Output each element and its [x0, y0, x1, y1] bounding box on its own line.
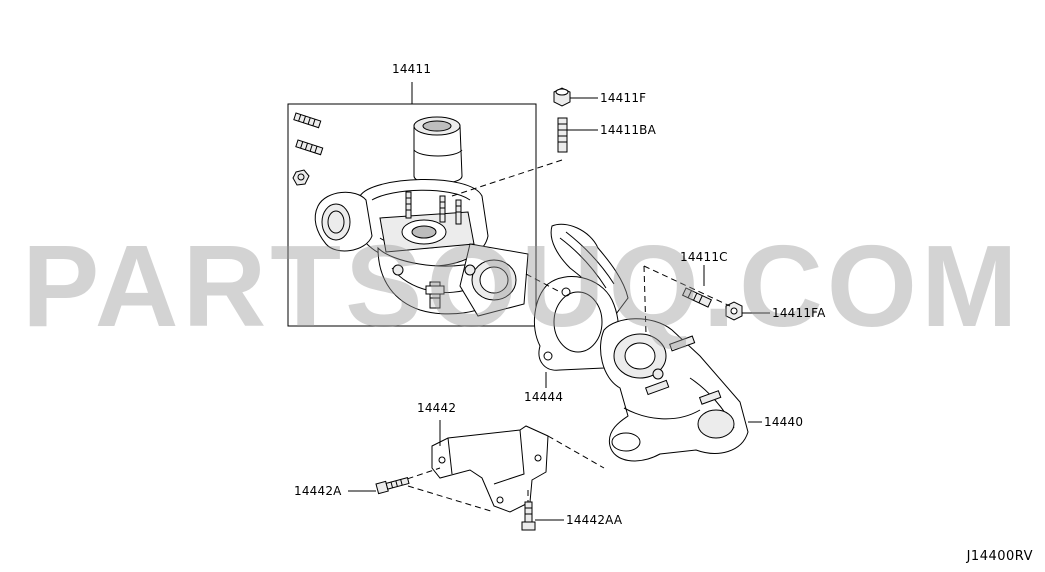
- nut-14411F: [553, 87, 598, 107]
- turbocharger-drawing: [314, 116, 529, 317]
- label-14442AA[interactable]: 14442AA: [566, 513, 623, 527]
- stud-14411BA: [557, 117, 598, 153]
- turbocharger-assembly-box: [287, 82, 537, 327]
- label-14411F[interactable]: 14411F: [600, 91, 647, 105]
- bolt-14442A: [348, 477, 410, 495]
- label-14411C[interactable]: 14411C: [680, 250, 728, 264]
- label-14411[interactable]: 14411: [392, 62, 432, 76]
- label-14440[interactable]: 14440: [764, 415, 804, 429]
- bracket-14442: [431, 420, 549, 513]
- nut-14411FA: [725, 301, 770, 321]
- label-14442[interactable]: 14442: [417, 401, 457, 415]
- drawing-code: J14400RV: [966, 549, 1033, 564]
- label-14442A[interactable]: 14442A: [294, 484, 342, 498]
- bolt-14442AA: [521, 501, 564, 531]
- label-14411BA[interactable]: 14411BA: [600, 123, 657, 137]
- box-studs: [292, 112, 324, 186]
- label-14411FA[interactable]: 14411FA: [772, 306, 826, 320]
- label-14444[interactable]: 14444: [524, 390, 564, 404]
- exhaust-outlet-14440: [600, 318, 762, 462]
- stud-14411C: [681, 265, 713, 308]
